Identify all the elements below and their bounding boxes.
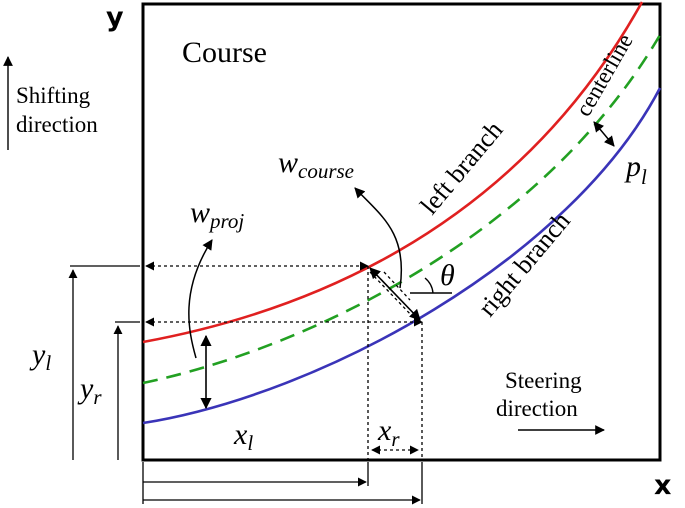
course-label: Course (182, 36, 267, 69)
theta-label: θ (440, 259, 455, 292)
theta-arc (424, 277, 434, 294)
steering-label-line1: Steering (505, 368, 582, 393)
shifting-label-line1: Shifting (16, 83, 91, 108)
w-proj-symbol: wproj (190, 196, 244, 233)
y-axis-label: y (106, 2, 124, 33)
w-proj-leader (188, 239, 213, 359)
shifting-label-line2: direction (16, 112, 98, 137)
left-branch-label: left branch (414, 116, 508, 220)
y-l-symbol: yl (29, 338, 51, 375)
w-course-leader (354, 187, 403, 289)
right-branch-curve (142, 87, 662, 425)
left-branch-curve (142, 1, 644, 344)
centerline-label: centerline (571, 29, 638, 120)
y-r-symbol: yr (77, 372, 102, 409)
steering-label-line2: direction (496, 396, 578, 421)
w-course-symbol: wcourse (278, 146, 354, 183)
x-r-symbol: xr (377, 414, 400, 451)
right-branch-label: right branch (472, 206, 575, 321)
pl-offset-arrow (593, 121, 615, 147)
course-width-arrow (369, 267, 421, 321)
p-l-symbol: pl (624, 150, 647, 189)
x-l-symbol: xl (233, 418, 253, 455)
x-axis-label: x (654, 470, 671, 501)
